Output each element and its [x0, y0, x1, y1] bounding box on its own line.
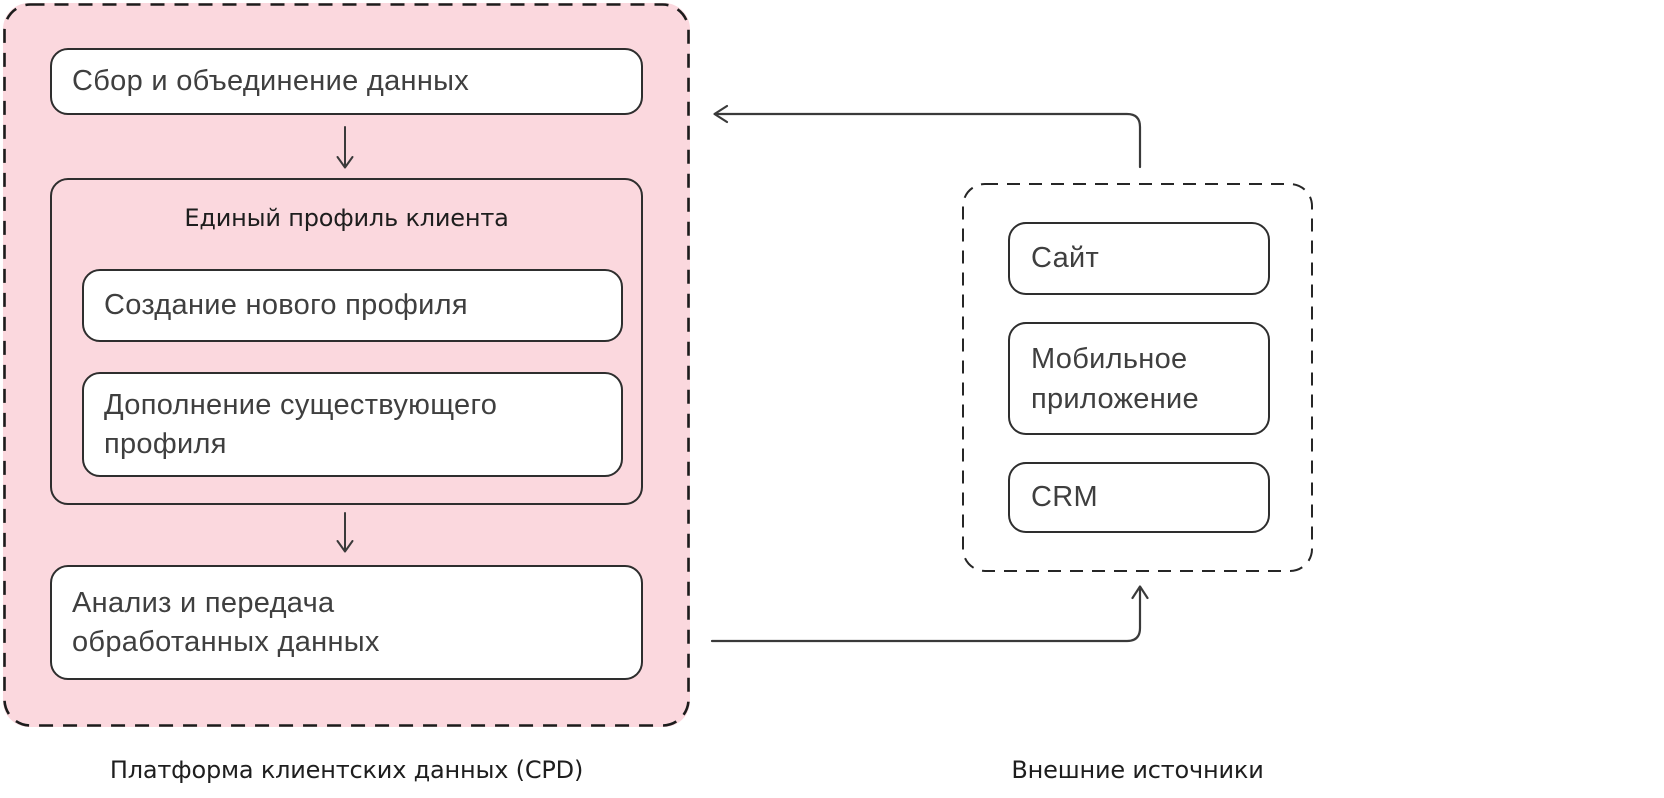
- node-site-label: Сайт: [1031, 242, 1100, 274]
- external-sources-caption: Внешние источники: [1011, 756, 1264, 784]
- node-crm-label: CRM: [1031, 481, 1098, 513]
- node-collect-data: Сбор и объединение данных: [50, 48, 643, 115]
- node-enrich-profile: Дополнение существующего профиля: [82, 372, 623, 477]
- connector-cdp-to-external-icon: [710, 585, 1149, 643]
- unified-profile-title: Единый профиль клиента: [184, 204, 509, 232]
- unified-profile-group: Единый профиль клиента Создание нового п…: [50, 178, 643, 505]
- cdp-platform-group: Сбор и объединение данных Единый профиль…: [3, 3, 690, 727]
- node-create-profile: Создание нового профиля: [82, 269, 623, 342]
- node-mobile-app: Мобильное приложение: [1008, 322, 1270, 435]
- external-sources-group: Сайт Мобильное приложение CRM: [962, 183, 1313, 572]
- node-analyze-data: Анализ и передача обработанных данных: [50, 565, 643, 680]
- node-crm: CRM: [1008, 462, 1270, 533]
- node-mobile-app-label: Мобильное приложение: [1031, 342, 1199, 415]
- node-analyze-data-label: Анализ и передача обработанных данных: [72, 586, 380, 658]
- cdp-platform-caption: Платформа клиентских данных (CPD): [109, 756, 584, 784]
- node-create-profile-label: Создание нового профиля: [104, 289, 468, 321]
- node-enrich-profile-label: Дополнение существующего профиля: [104, 388, 498, 460]
- node-site: Сайт: [1008, 222, 1270, 295]
- node-collect-data-label: Сбор и объединение данных: [72, 65, 470, 97]
- connector-external-to-cdp-icon: [713, 104, 1142, 169]
